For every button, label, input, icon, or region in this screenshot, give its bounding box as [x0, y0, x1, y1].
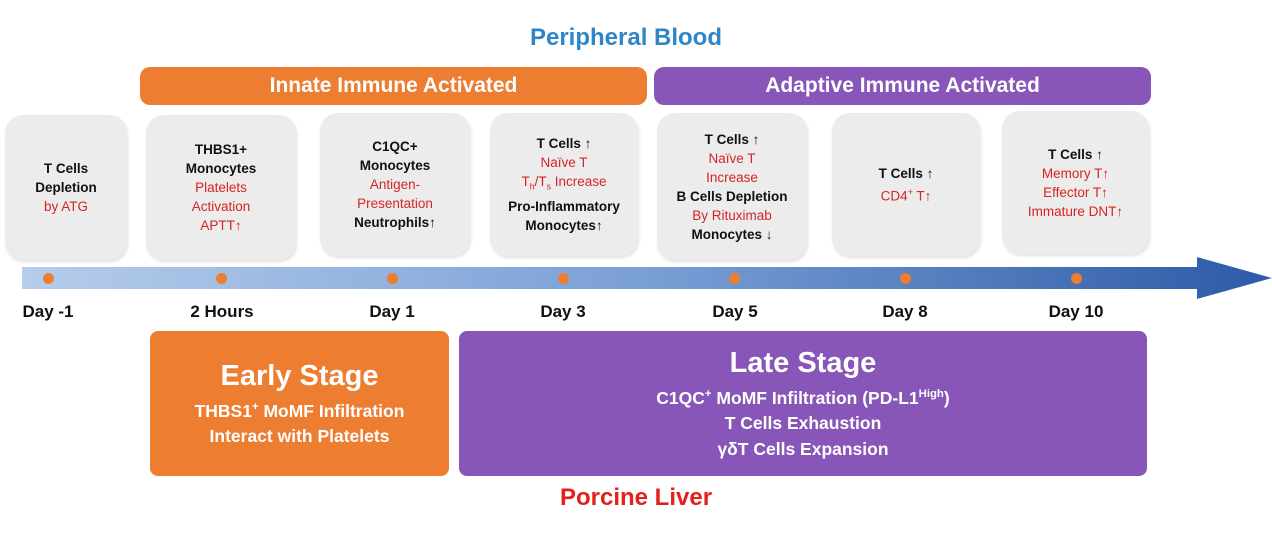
card-line: Platelets	[195, 180, 247, 195]
card-text: s	[546, 181, 551, 192]
card-line: C1QC+	[372, 139, 418, 154]
card-line: APTT↑	[200, 218, 242, 233]
innate-immune-band: Innate Immune Activated	[140, 67, 647, 105]
card-text: T	[521, 174, 530, 190]
card-line: Immature DNT↑	[1027, 203, 1124, 219]
card-line: Monocytes	[185, 161, 257, 176]
late-stage-title: Late Stage	[729, 346, 877, 379]
day-label: Day 3	[540, 302, 586, 321]
day-label: Day 5	[712, 302, 758, 321]
early-stage-box: Early Stage THBS1+ MoMF Infiltration Int…	[150, 331, 449, 476]
card-day-5: T Cells ↑ Naïve T Increase B Cells Deple…	[657, 113, 807, 260]
early-stage-line: Interact with Platelets	[209, 426, 390, 447]
late-stage-line: T Cells Exhaustion	[724, 413, 882, 434]
card-line: Effector T↑	[1043, 184, 1108, 200]
timeline-dot	[43, 273, 54, 284]
card-text: /T	[534, 174, 547, 190]
timeline-dot	[216, 273, 227, 284]
stage-text: THBS1	[194, 400, 252, 421]
timeline-dot	[900, 273, 911, 284]
timeline-arrow	[22, 257, 1272, 299]
card-line: Increase	[706, 169, 758, 185]
stage-text: C1QC	[656, 387, 705, 408]
card-line: T Cells ↑	[704, 131, 760, 147]
stage-text: High	[918, 387, 944, 400]
card-day-10: T Cells ↑ Memory T↑ Effector T↑ Immature…	[1002, 111, 1149, 254]
card-line: T Cells ↑	[536, 136, 592, 152]
card-line: Th/Ts Increase	[521, 172, 606, 197]
day-label: Day 10	[1048, 302, 1104, 321]
day-label: Day -1	[22, 302, 74, 321]
card-line: Naïve T	[708, 150, 756, 166]
card-text: Increase	[551, 174, 607, 190]
card-text: T↑	[912, 188, 932, 204]
card-line: Depletion	[35, 180, 97, 195]
card-line: T Cells ↑	[878, 165, 934, 181]
late-stage-box: Late Stage C1QC+ MoMF Infiltration (PD-L…	[459, 331, 1147, 476]
card-line: By Rituximab	[692, 207, 772, 223]
day-label: Day 8	[882, 302, 928, 321]
card-line: B Cells Depletion	[676, 188, 788, 204]
card-2-hours: THBS1+ Monocytes Platelets Activation AP…	[146, 115, 296, 260]
peripheral-blood-title: Peripheral Blood	[529, 24, 723, 51]
early-stage-line: THBS1+ MoMF Infiltration	[195, 394, 405, 424]
stage-text: MoMF Infiltration (PD-L1	[711, 387, 919, 408]
porcine-liver-title: Porcine Liver	[559, 484, 713, 511]
day-label: Day 1	[369, 302, 415, 321]
stage-text: +	[704, 387, 712, 400]
early-stage-title: Early Stage	[220, 359, 379, 392]
late-stage-line: C1QC+ MoMF Infiltration (PD-L1High)	[656, 381, 949, 411]
card-line: CD4+ T↑	[881, 183, 932, 206]
late-stage-line: γδT Cells Expansion	[717, 439, 889, 460]
stage-text: +	[251, 400, 259, 413]
card-line: Pro-Inflammatory	[508, 198, 620, 214]
card-day-3: T Cells ↑ Naïve T Th/Ts Increase Pro-Inf…	[490, 113, 638, 256]
card-day-1: C1QC+ Monocytes Antigen- Presentation Ne…	[320, 113, 470, 256]
timeline-dot	[387, 273, 398, 284]
card-day-minus-1: T Cells Depletion by ATG	[5, 115, 127, 260]
card-text: h	[529, 181, 535, 192]
card-line: Activation	[191, 199, 251, 214]
stage-text: )	[943, 387, 950, 408]
card-day-8: T Cells ↑ CD4+ T↑	[832, 113, 980, 256]
card-text: +	[907, 186, 913, 197]
timeline-dot	[1071, 273, 1082, 284]
card-line: Antigen-	[369, 177, 421, 192]
card-line: Monocytes↑	[525, 217, 603, 233]
card-line: Naïve T	[540, 155, 588, 171]
adaptive-immune-band: Adaptive Immune Activated	[654, 67, 1151, 105]
timeline-dot	[558, 273, 569, 284]
card-line: by ATG	[43, 199, 88, 214]
card-line: Monocytes ↓	[691, 226, 773, 242]
card-line: THBS1+	[194, 142, 248, 157]
day-label: 2 Hours	[190, 302, 254, 321]
card-line: T Cells	[43, 161, 89, 176]
card-text: CD4	[880, 188, 908, 204]
card-line: Presentation	[357, 196, 433, 211]
card-line: Monocytes	[359, 158, 431, 173]
card-line: Neutrophils↑	[354, 215, 436, 230]
timeline-dot	[729, 273, 740, 284]
card-line: T Cells ↑	[1048, 146, 1103, 162]
card-line: Memory T↑	[1041, 165, 1110, 181]
stage-text: MoMF Infiltration	[258, 400, 405, 421]
